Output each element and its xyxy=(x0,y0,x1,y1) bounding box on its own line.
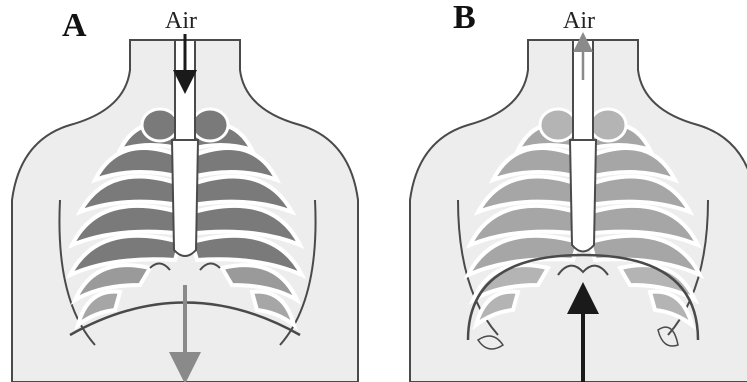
panel-a-letter: A xyxy=(62,7,87,44)
lobe-left-a xyxy=(142,109,178,141)
panel-a: A Air xyxy=(12,7,358,382)
panel-b: B Air xyxy=(410,0,747,382)
lobe-left-b xyxy=(540,109,576,141)
lobe-right-b xyxy=(590,109,626,141)
sternum-b xyxy=(570,140,596,252)
lobe-right-a xyxy=(192,109,228,141)
air-label-a: Air xyxy=(165,8,197,34)
air-label-b: Air xyxy=(563,8,595,34)
sternum-a xyxy=(172,140,198,256)
panel-b-letter: B xyxy=(453,0,476,36)
